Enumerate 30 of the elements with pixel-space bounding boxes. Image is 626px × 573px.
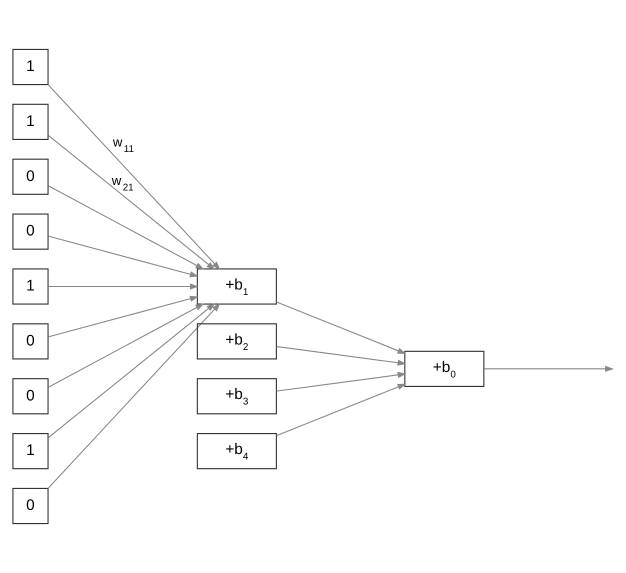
arrow xyxy=(276,301,406,354)
node-box: 1 xyxy=(12,433,49,470)
arrow xyxy=(48,134,216,270)
arrow xyxy=(48,302,220,489)
node-box: 0 xyxy=(12,158,49,195)
node-box: 1 xyxy=(12,48,49,86)
arrow xyxy=(48,303,216,438)
arrow xyxy=(48,185,204,270)
arrow xyxy=(276,346,406,366)
node-box: 1 xyxy=(12,268,49,305)
node-box: 1 xyxy=(12,104,49,140)
arrow xyxy=(484,366,614,372)
arrow xyxy=(48,283,199,290)
arrow xyxy=(48,236,199,278)
arrow xyxy=(48,296,199,338)
arrow xyxy=(48,303,204,388)
node-box: 0 xyxy=(12,214,49,250)
node-box: +b$_{2}$ xyxy=(196,323,277,360)
arrow xyxy=(276,372,406,392)
node-box: +b$_{4}$ xyxy=(196,433,277,470)
node-box: 0 xyxy=(12,378,49,414)
edge-label: w$_{11}$ xyxy=(112,134,134,156)
edge-label: w$_{21}$ xyxy=(112,173,134,194)
node-box: +b$_{0}$ xyxy=(404,350,484,387)
node-box: 0 xyxy=(12,323,49,360)
node-box: +b$_{1}$ xyxy=(196,268,277,305)
arrow xyxy=(48,84,220,270)
arrow xyxy=(276,384,406,436)
node-box: 0 xyxy=(12,488,49,524)
node-box: +b$_{3}$ xyxy=(196,378,277,414)
